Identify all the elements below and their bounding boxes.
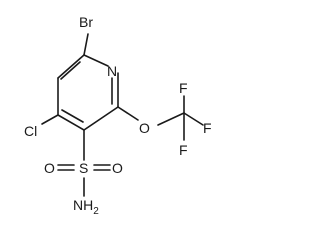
bond-c6-br (83, 33, 89, 56)
atom-o-ether: O (139, 120, 150, 136)
atom-f-top: F (179, 80, 188, 96)
atom-o-sulfonyl-right: O (112, 160, 123, 176)
atom-f-right: F (203, 120, 212, 136)
bond-c4-c3 (57, 114, 85, 131)
bond-c6-c5 (57, 54, 85, 79)
bond-o-cf3 (157, 112, 185, 126)
atom-cl: Cl (24, 123, 37, 139)
atom-br: Br (79, 14, 93, 30)
bond-c4-cl (41, 114, 59, 125)
atom-nh-text: NH (73, 197, 93, 213)
atom-f-bottom: F (179, 142, 188, 158)
atom-n: N (107, 63, 117, 79)
bond-c6-n (83, 54, 109, 67)
atom-labels: Br N Cl O F F F S O O NH2 (24, 14, 212, 217)
molecule-structure-canvas: Br N Cl O F F F S O O NH2 (24, 14, 212, 217)
bond-c6-c5-inner (60, 61, 81, 80)
atom-o-sulfonyl-left: O (44, 160, 55, 176)
bond-c3-c2 (83, 106, 119, 131)
atom-s: S (79, 160, 88, 176)
bond-layer (41, 33, 204, 197)
atom-nh2: NH2 (73, 197, 99, 217)
bond-c2-o (117, 106, 139, 121)
bond-c4-c3-inner (61, 109, 84, 123)
atom-nh2-subscript: 2 (93, 206, 99, 217)
molecule-structure: Br N Cl O F F F S O O NH2 (24, 14, 212, 217)
bond-cf3-f-right (183, 112, 204, 126)
